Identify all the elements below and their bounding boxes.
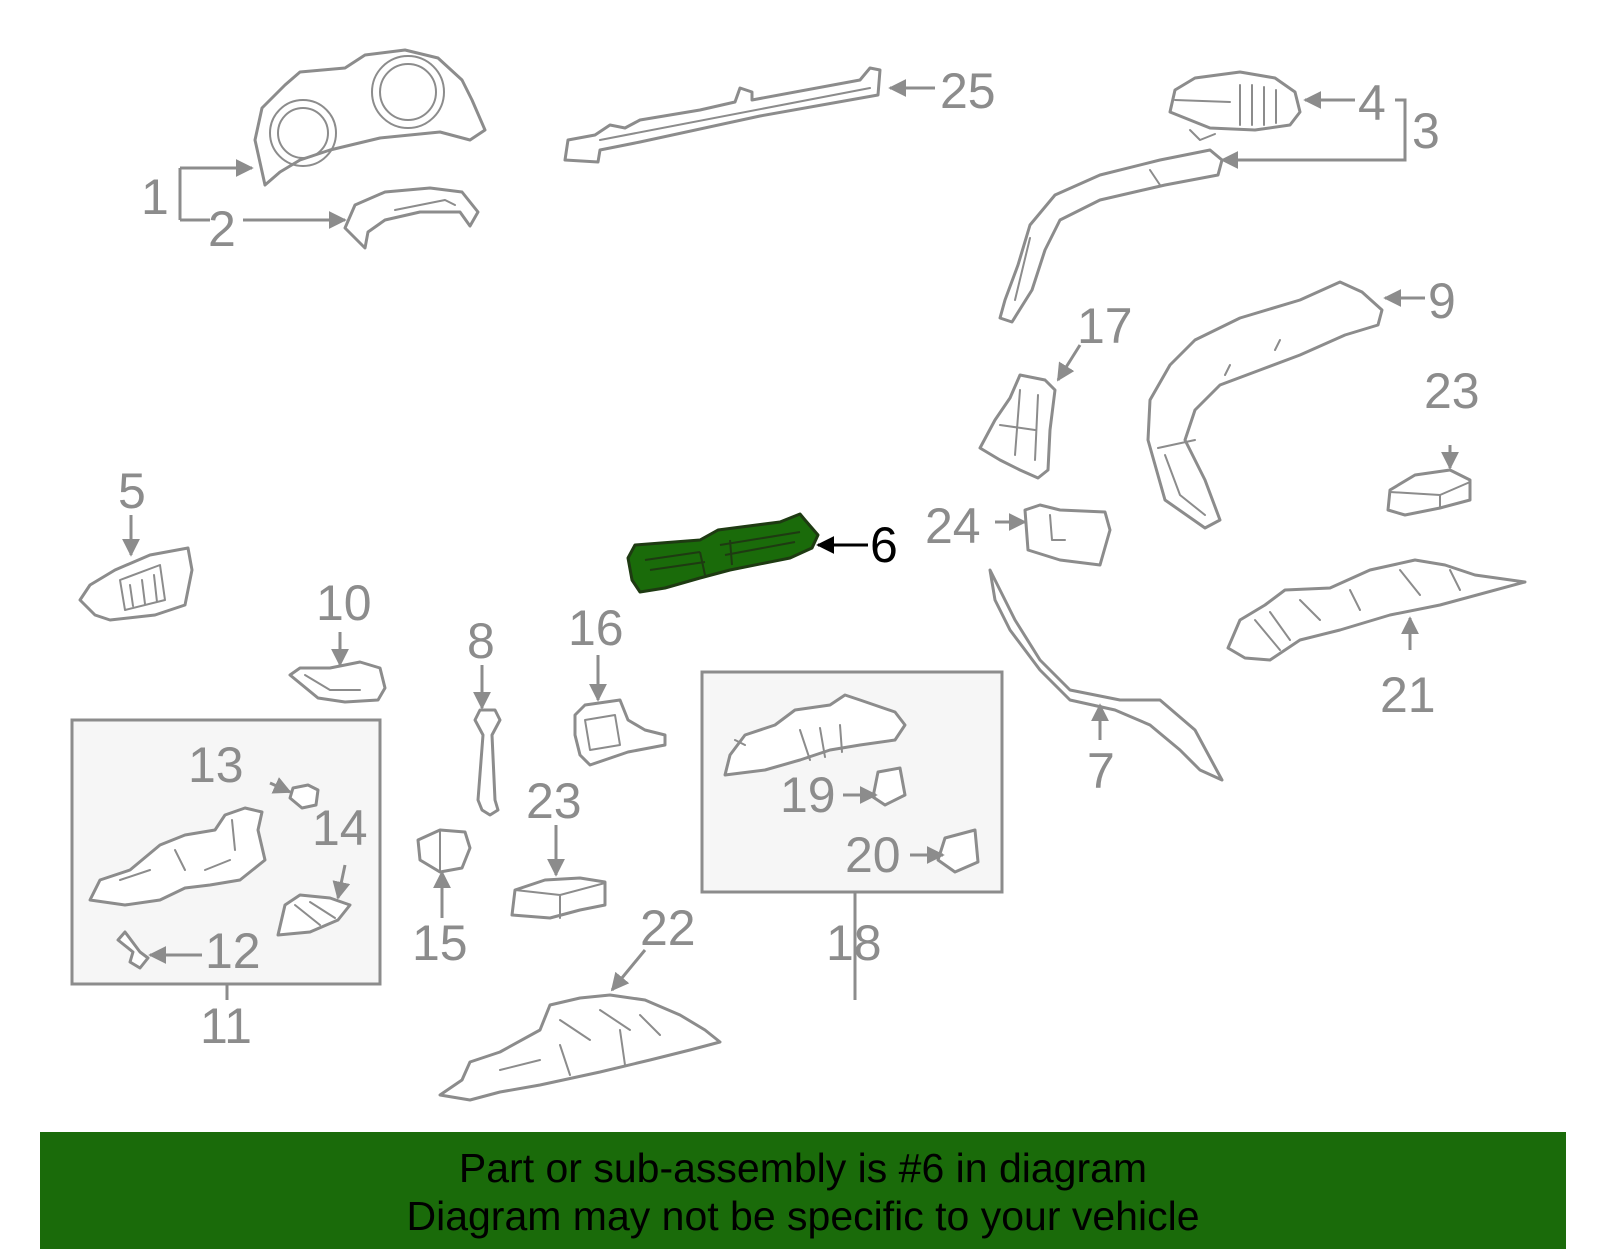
- callout-5: 5: [118, 463, 146, 519]
- callout-14: 14: [312, 800, 368, 856]
- part-22-floor-duct-lower[interactable]: [438, 993, 722, 1102]
- callout-25: 25: [940, 63, 996, 119]
- part-19-seal[interactable]: [871, 766, 907, 807]
- callout-3: 3: [1412, 103, 1440, 159]
- part-15-clip[interactable]: [416, 828, 472, 874]
- callout-23-right: 23: [1424, 363, 1480, 419]
- callout-2: 2: [208, 201, 236, 257]
- callout-10: 10: [316, 575, 372, 631]
- callout-7: 7: [1087, 743, 1115, 799]
- callout-24: 24: [925, 498, 981, 554]
- part-17-duct-bracket[interactable]: [978, 373, 1057, 480]
- part-25-defroster-duct[interactable]: [563, 66, 882, 164]
- part-16-duct-end[interactable]: [573, 698, 667, 767]
- part-20-seal[interactable]: [936, 828, 980, 874]
- part-8-bracket[interactable]: [473, 708, 502, 817]
- part-12-screw[interactable]: [116, 930, 150, 970]
- callout-19: 19: [780, 767, 836, 823]
- callout-9: 9: [1428, 273, 1456, 329]
- part-11-main-duct[interactable]: [88, 806, 267, 907]
- callout-20: 20: [845, 827, 901, 883]
- part-24-connector[interactable]: [1023, 503, 1112, 567]
- part-3-side-duct[interactable]: [998, 148, 1224, 324]
- callout-12: 12: [205, 923, 261, 979]
- callout-13: 13: [188, 737, 244, 793]
- callout-18: 18: [826, 915, 882, 971]
- part-6-highlighted-register[interactable]: [626, 512, 820, 594]
- part-9-rear-duct[interactable]: [1146, 280, 1384, 530]
- part-23-right-connector[interactable]: [1386, 468, 1472, 517]
- part-21-floor-duct-right[interactable]: [1226, 558, 1527, 662]
- banner-line-1: Part or sub-assembly is #6 in diagram: [458, 1145, 1148, 1191]
- callout-4: 4: [1358, 75, 1386, 131]
- callout-22: 22: [640, 900, 696, 956]
- callout-8: 8: [467, 613, 495, 669]
- part-2-lower-cover[interactable]: [343, 186, 480, 250]
- part-14-vent[interactable]: [276, 893, 352, 937]
- part-18-duct[interactable]: [723, 693, 907, 777]
- callout-1: 1: [141, 169, 169, 225]
- callout-21: 21: [1380, 667, 1436, 723]
- banner-line-2: Diagram may not be specific to your vehi…: [406, 1193, 1200, 1239]
- leader-lines: [122, 79, 1459, 1000]
- part-7-trim-strip[interactable]: [988, 568, 1224, 782]
- part-5-center-vent[interactable]: [78, 546, 194, 622]
- callout-17: 17: [1077, 298, 1133, 354]
- part-4-side-register[interactable]: [1168, 70, 1302, 141]
- callout-6-highlighted: 6: [870, 517, 898, 573]
- part-10-clip[interactable]: [288, 660, 387, 704]
- info-banner: Part or sub-assembly is #6 in diagram Di…: [40, 1132, 1566, 1249]
- callout-15: 15: [412, 915, 468, 971]
- callout-11: 11: [200, 998, 252, 1054]
- part-1-cluster-bezel[interactable]: [253, 48, 487, 187]
- part-13-cap[interactable]: [288, 783, 320, 810]
- callout-16: 16: [568, 600, 624, 656]
- callout-23-left: 23: [526, 773, 582, 829]
- part-23-left-connector[interactable]: [510, 876, 607, 920]
- callout-labels: 1 2 25 4 3 9 17 23 24 21 7 5 10 8 16 23 …: [118, 63, 1480, 1054]
